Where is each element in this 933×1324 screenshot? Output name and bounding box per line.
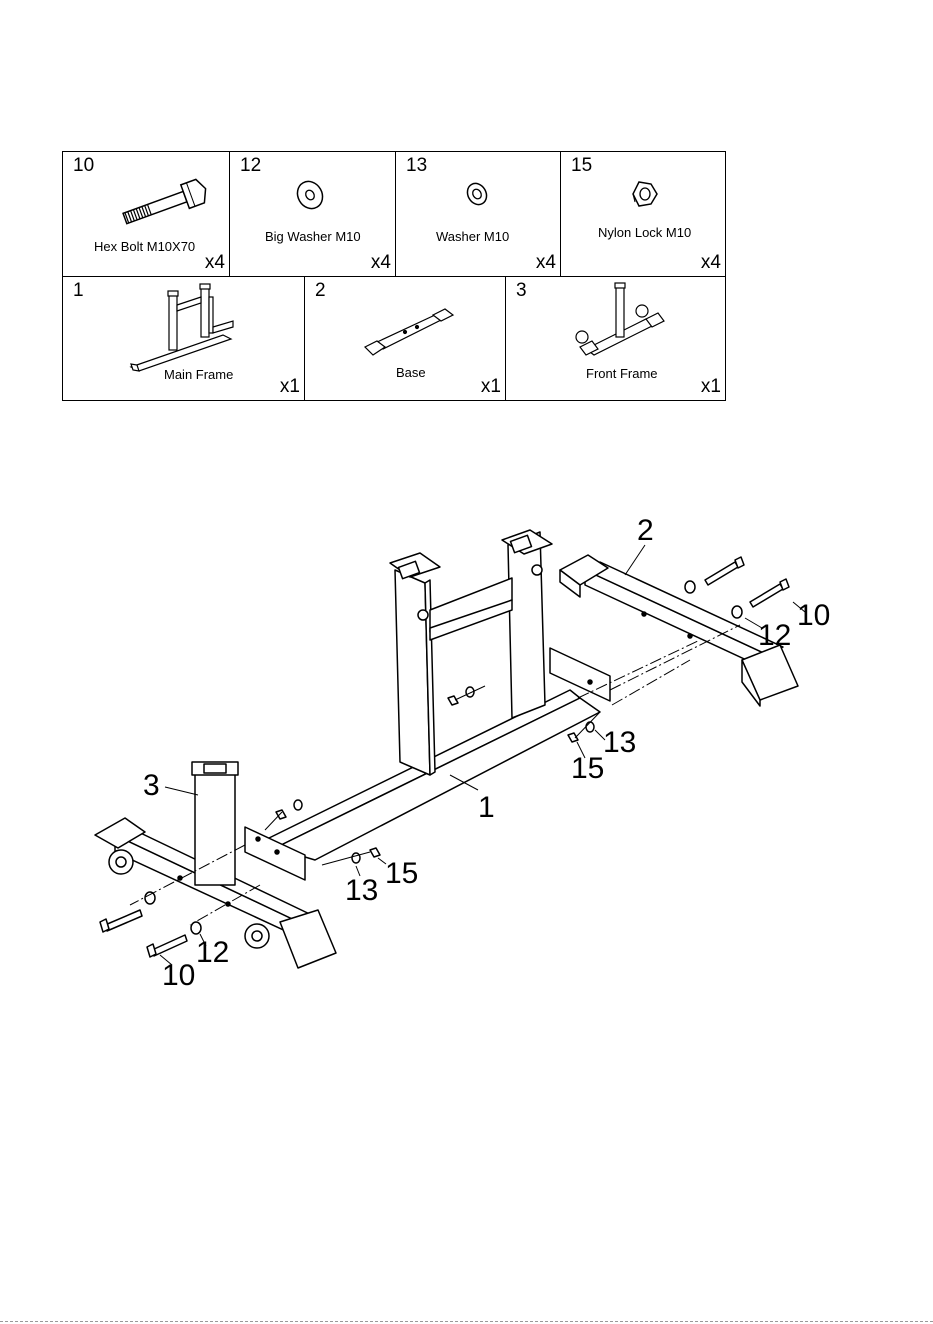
part-name: Big Washer M10 [265,229,361,244]
callout-nut-center: 15 [385,857,418,890]
part-name: Washer M10 [436,229,509,244]
callout-washer-center: 13 [345,874,378,907]
base-icon [305,277,506,400]
callout-base: 2 [637,514,654,547]
hardware-row: 10 Hex Bolt M10X70 x4 [63,152,725,277]
part-cell-main-frame: 1 Main Frame x1 [63,277,305,400]
callout-big-washer-left: 12 [196,936,229,969]
callout-bolt-right: 10 [797,599,830,632]
main-frame-part [245,530,610,880]
part-cell-base: 2 Base x1 [305,277,506,400]
callout-washer-right: 13 [603,726,636,759]
part-name: Main Frame [164,367,233,382]
part-quantity: x4 [701,252,721,274]
front-frame-icon [506,277,725,400]
part-quantity: x1 [701,376,721,398]
part-name: Nylon Lock M10 [598,225,691,240]
page-bottom-rule [0,1321,933,1322]
part-cell-nylon-lock: 15 Nylon Lock M10 x4 [561,152,725,276]
part-name: Hex Bolt M10X70 [94,239,195,254]
part-quantity: x1 [481,376,501,398]
assembly-diagram: 2 10 12 13 15 1 3 13 15 12 10 [0,500,933,1000]
part-cell-hex-bolt: 10 Hex Bolt M10X70 x4 [63,152,230,276]
callout-front-frame: 3 [143,769,160,802]
part-cell-big-washer: 12 Big Washer M10 x4 [230,152,396,276]
part-quantity: x4 [205,252,225,274]
part-quantity: x1 [280,376,300,398]
frame-row: 1 Main Frame x1 2 [63,277,725,400]
left-hardware [100,892,201,957]
callout-bolt-left: 10 [162,959,195,992]
part-cell-washer: 13 Washer M10 x4 [396,152,561,276]
part-quantity: x4 [371,252,391,274]
part-quantity: x4 [536,252,556,274]
callout-main-frame: 1 [478,791,495,824]
callout-nut-right: 15 [571,752,604,785]
part-cell-front-frame: 3 Front Frame x1 [506,277,725,400]
part-name: Front Frame [586,366,658,381]
parts-list-table: 10 Hex Bolt M10X70 x4 [62,151,726,401]
callout-big-washer-right: 12 [758,619,791,652]
part-name: Base [396,365,426,380]
